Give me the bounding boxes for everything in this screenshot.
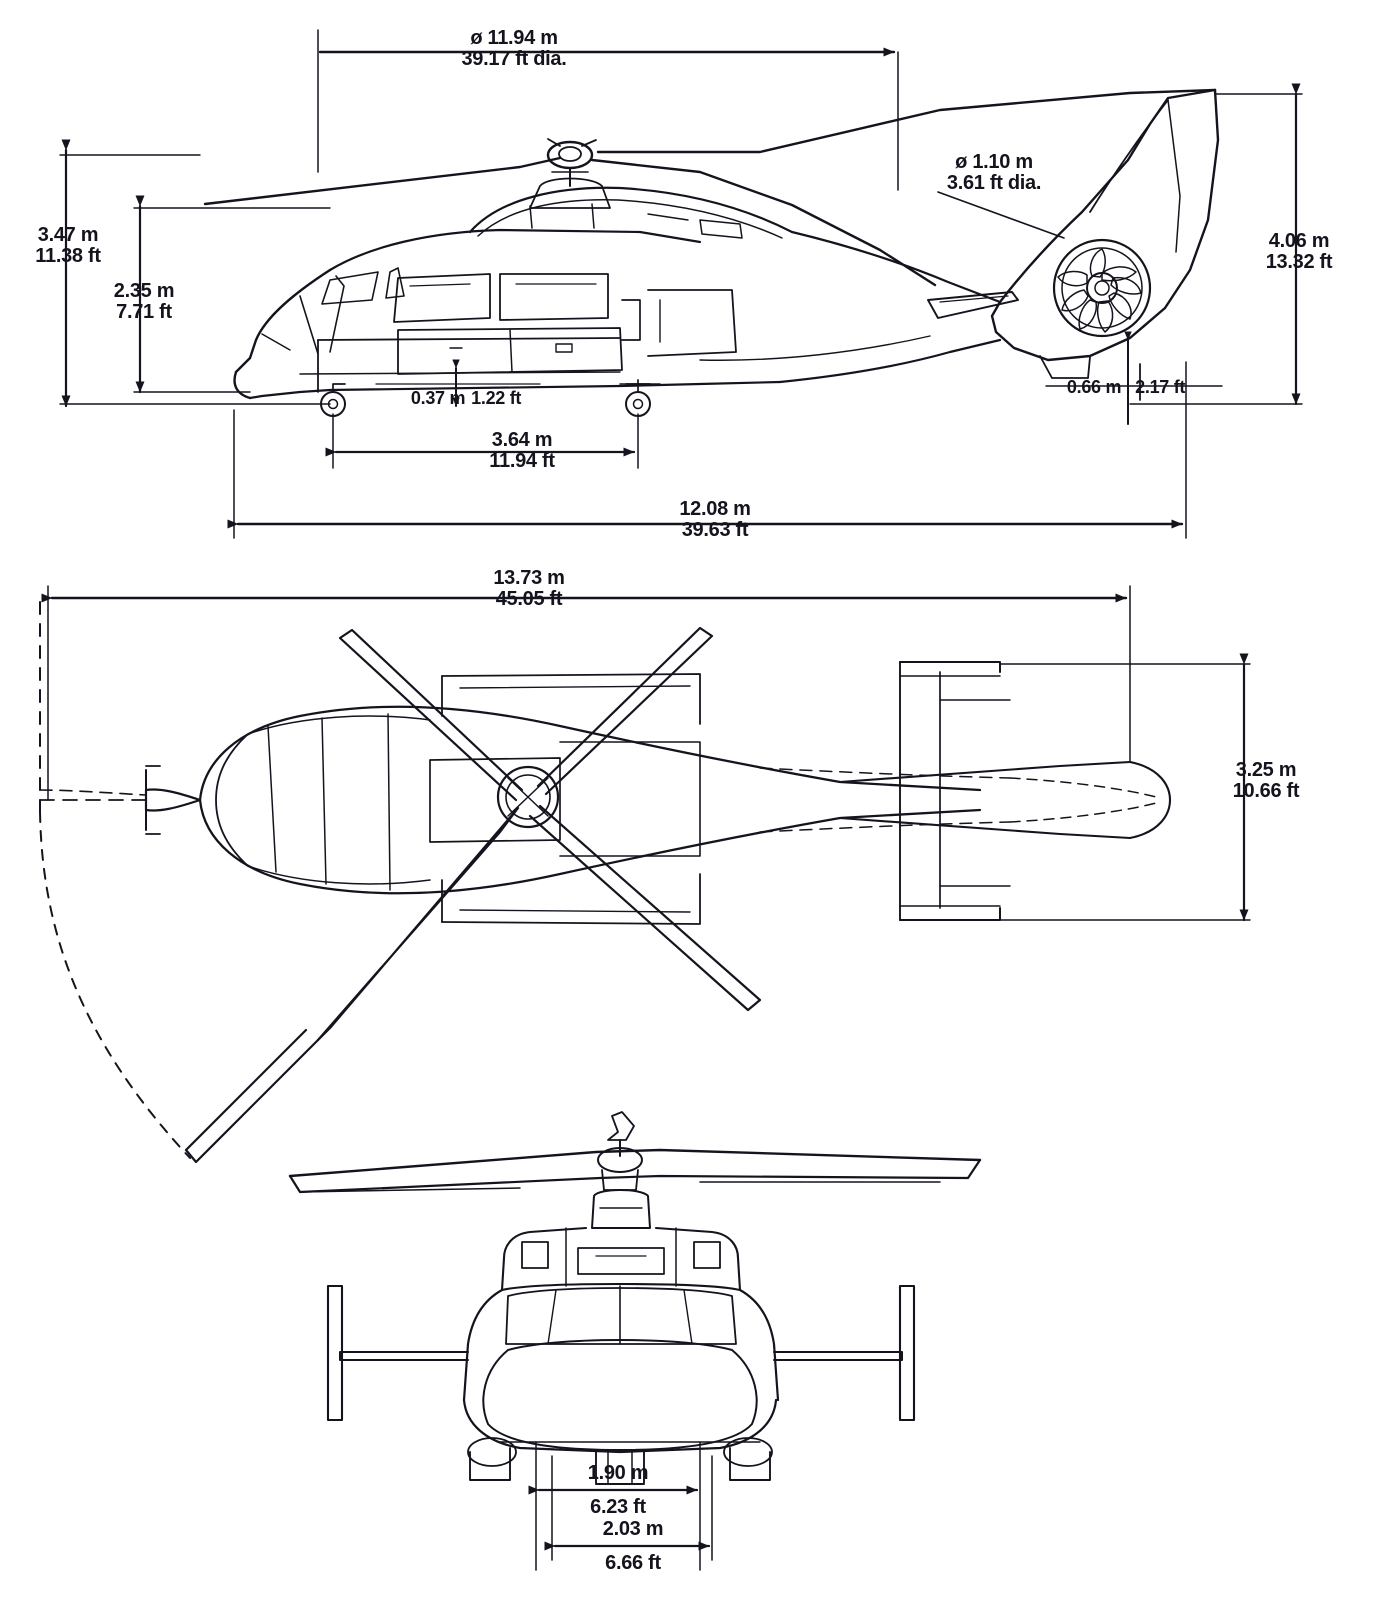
dim-tail-height: 4.06 m 13.32 ft [1236,230,1362,274]
dim-tail-height-imperial: 13.32 ft [1265,251,1333,274]
dim-overall-width-metric-label: 2.03 m [560,1518,706,1540]
dim-tail-rotor-clearance: 0.66 m 2.17 ft [1026,377,1226,397]
dim-stabilizer-span-metric: 3.25 m [1235,759,1297,781]
dim-wheel-track-metric: 1.90 m [587,1462,649,1484]
dim-fuselage-height-imperial: 7.71 ft [116,301,172,324]
dim-tail-rotor-diameter: ø 1.10 m 3.61 ft dia. [930,151,1058,195]
dim-wheelbase: 3.64 m 11.94 ft [430,429,614,473]
dim-overall-height-rotor-imperial: 11.38 ft [35,245,101,268]
dim-tail-height-metric: 4.06 m [1268,230,1330,252]
plan-view-group [39,597,1172,1164]
dim-overall-height-rotor-metric: 3.47 m [37,224,99,246]
dim-tail-rotor-diameter-metric: ø 1.10 m [955,151,1033,173]
dim-wheel-track-imperial-label: 6.23 ft [548,1496,688,1518]
dim-overall-length-imperial: 45.05 ft [495,588,563,611]
dim-tail-rotor-clearance-metric: 0.66 m [1066,377,1122,397]
dim-wheel-track-imperial: 6.23 ft [590,1496,646,1518]
dim-overall-length: 13.73 m 45.05 ft [434,567,624,611]
dim-overall-width-metric: 2.03 m [602,1518,664,1540]
dim-ground-clearance: 0.37 m 1.22 ft [366,388,566,408]
dim-fuselage-length-metric: 12.08 m [679,498,751,520]
dim-fuselage-height-metric: 2.35 m [113,280,175,302]
dim-main-rotor-diameter-imperial: 39.17 ft dia. [461,48,567,71]
dim-tail-rotor-diameter-imperial: 3.61 ft dia. [946,172,1042,195]
dim-main-rotor-diameter-metric: ø 11.94 m [470,27,558,49]
dim-wheel-track-metric-label: 1.90 m [548,1462,688,1484]
dim-wheelbase-imperial: 11.94 ft [489,450,555,473]
dim-ground-clearance-imperial: 1.22 ft [471,388,522,408]
dim-stabilizer-span: 3.25 m 10.66 ft [1196,759,1336,803]
dim-tail-rotor-clearance-imperial: 2.17 ft [1135,377,1186,397]
dim-wheelbase-metric: 3.64 m [491,429,553,451]
front-elevation-group [288,1111,982,1485]
dim-fuselage-length-imperial: 39.63 ft [681,519,749,542]
dim-overall-width-imperial-label: 6.66 ft [560,1552,706,1574]
side-elevation-group [203,88,1220,417]
dim-fuselage-length: 12.08 m 39.63 ft [620,498,810,542]
dim-overall-height-rotor: 3.47 m 11.38 ft [12,224,124,268]
dim-main-rotor-diameter: ø 11.94 m 39.17 ft dia. [424,27,604,71]
dim-overall-width-imperial: 6.66 ft [605,1552,661,1574]
dimension-lines [41,29,1303,1571]
dim-overall-length-metric: 13.73 m [493,567,565,589]
dim-stabilizer-span-imperial: 10.66 ft [1232,780,1300,803]
dim-ground-clearance-metric: 0.37 m [410,388,466,408]
dim-fuselage-height: 2.35 m 7.71 ft [88,280,200,324]
